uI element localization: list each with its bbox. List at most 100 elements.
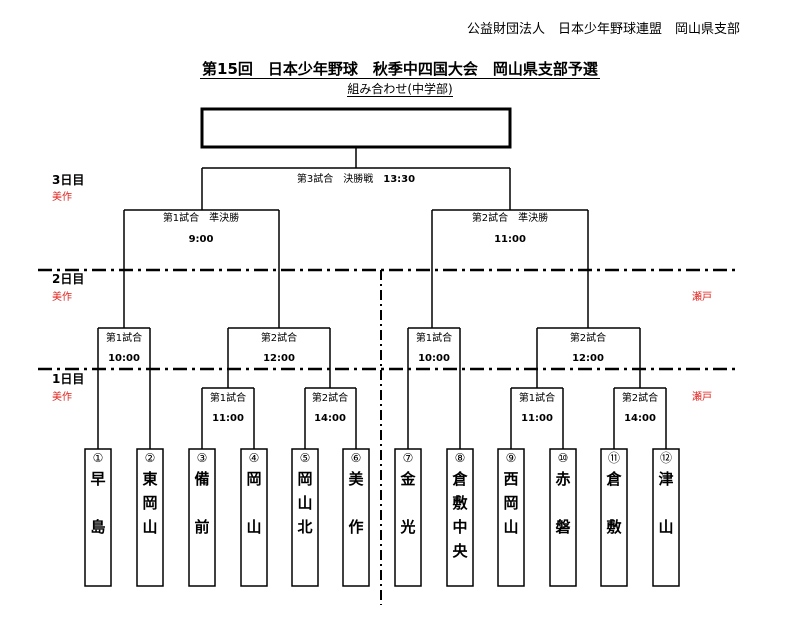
team-3: ③ 備前 bbox=[188, 448, 216, 587]
semifinal-1-time: 9:00 bbox=[189, 234, 214, 245]
day2-match-2-name: 第2試合 bbox=[261, 331, 297, 344]
team-name-char: 倉 bbox=[451, 470, 468, 488]
day1-match-2-name: 第2試合 bbox=[312, 391, 348, 404]
team-name-char: 岡 bbox=[142, 494, 157, 512]
team-name-char: 敷 bbox=[606, 518, 622, 536]
team-name-char: 備 bbox=[194, 470, 209, 488]
team-name-char: 岡 bbox=[246, 470, 261, 488]
day1-match-1-time: 11:00 bbox=[212, 413, 244, 424]
day2-match-1-time: 10:00 bbox=[108, 353, 140, 364]
semifinal-1-name: 第1試合 準決勝 bbox=[163, 211, 239, 224]
team-name-char: 山 bbox=[142, 518, 157, 536]
team-name-char: 岡 bbox=[297, 470, 312, 488]
team-number: ④ bbox=[249, 451, 260, 465]
day2-match-4-time: 12:00 bbox=[572, 353, 604, 364]
team-name-char: 前 bbox=[194, 518, 209, 536]
team-box bbox=[549, 448, 577, 587]
day1-match-2-time: 14:00 bbox=[314, 413, 346, 424]
team-name-char: 山 bbox=[658, 518, 673, 536]
team-1: ① 早島 bbox=[84, 448, 112, 587]
final-match-name: 第3試合 決勝戦 13:30 bbox=[297, 172, 415, 185]
semifinal-2-name: 第2試合 準決勝 bbox=[472, 211, 548, 224]
team-name-char: 光 bbox=[399, 518, 415, 536]
team-name-char: 山 bbox=[246, 518, 261, 536]
team-12: ⑫ 津山 bbox=[652, 448, 680, 587]
team-number: ① bbox=[93, 451, 104, 465]
organization-name: 公益財団法人 日本少年野球連盟 岡山県支部 bbox=[466, 22, 740, 37]
team-9: ⑨ 西岡山 bbox=[497, 448, 525, 587]
team-name-char: 美 bbox=[348, 470, 364, 488]
team-name-char: 東 bbox=[142, 470, 157, 488]
team-name-char: 山 bbox=[503, 518, 518, 536]
team-name-char: 赤 bbox=[555, 470, 570, 488]
team-6: ⑥ 美作 bbox=[342, 448, 370, 587]
day2-match-3-time: 10:00 bbox=[418, 353, 450, 364]
team-box bbox=[446, 448, 474, 587]
team-box bbox=[188, 448, 216, 587]
team-name-char: 北 bbox=[297, 518, 312, 536]
team-name-char: 早 bbox=[90, 470, 105, 488]
team-box bbox=[84, 448, 112, 587]
day2-match-2-time: 12:00 bbox=[263, 353, 295, 364]
team-4: ④ 岡山 bbox=[240, 448, 268, 587]
day1-match-3-name: 第1試合 bbox=[519, 391, 555, 404]
team-name-char: 敷 bbox=[452, 494, 468, 512]
team-number: ⑪ bbox=[608, 451, 620, 465]
team-11: ⑪ 倉敷 bbox=[600, 448, 628, 587]
day1-match-3-time: 11:00 bbox=[521, 413, 553, 424]
team-box bbox=[600, 448, 628, 587]
day1-match-4-name: 第2試合 bbox=[622, 391, 658, 404]
team-5: ⑤ 岡山北 bbox=[291, 448, 319, 587]
team-box bbox=[240, 448, 268, 587]
day2-venue-left: 美作 bbox=[52, 290, 72, 303]
team-name-char: 央 bbox=[452, 542, 468, 560]
team-number: ⑨ bbox=[506, 451, 517, 465]
team-number: ③ bbox=[197, 451, 208, 465]
bracket-lines bbox=[97, 147, 667, 449]
team-number: ⑫ bbox=[660, 451, 672, 465]
day2-match-4-name: 第2試合 bbox=[570, 331, 606, 344]
day1-match-1-name: 第1試合 bbox=[210, 391, 246, 404]
day2-venue-right: 瀬戸 bbox=[692, 291, 712, 303]
team-box bbox=[136, 448, 164, 587]
day2-label: 2日目 bbox=[52, 272, 84, 286]
team-box bbox=[394, 448, 422, 587]
team-box bbox=[291, 448, 319, 587]
day2-match-1-name: 第1試合 bbox=[106, 331, 142, 344]
team-number: ⑤ bbox=[300, 451, 311, 465]
tournament-title: 第15回 日本少年野球 秋季中四国大会 岡山県支部予選 bbox=[200, 60, 600, 79]
team-name-char: 作 bbox=[348, 518, 363, 536]
team-name-char: 中 bbox=[452, 518, 467, 536]
team-box bbox=[497, 448, 525, 587]
team-box bbox=[342, 448, 370, 587]
team-name-char: 西 bbox=[503, 470, 518, 488]
team-name-char: 倉 bbox=[605, 470, 622, 488]
team-number: ⑧ bbox=[455, 451, 466, 465]
bracket-subtitle: 組み合わせ(中学部) bbox=[347, 82, 453, 97]
team-number: ⑩ bbox=[558, 451, 569, 465]
team-name-char: 磐 bbox=[554, 518, 570, 536]
team-number: ② bbox=[145, 451, 156, 465]
day1-venue-right: 瀬戸 bbox=[692, 391, 712, 403]
team-number: ⑥ bbox=[351, 451, 362, 465]
day1-match-4-time: 14:00 bbox=[624, 413, 656, 424]
semifinal-2-time: 11:00 bbox=[494, 234, 526, 245]
team-7: ⑦ 金光 bbox=[394, 448, 422, 587]
day3-venue-left: 美作 bbox=[52, 190, 72, 203]
day3-label: 3日目 bbox=[52, 173, 84, 187]
day2-match-3-name: 第1試合 bbox=[416, 331, 452, 344]
team-name-char: 津 bbox=[658, 470, 673, 488]
team-name-char: 島 bbox=[90, 518, 105, 536]
champion-box bbox=[200, 107, 512, 149]
day1-label: 1日目 bbox=[52, 372, 84, 386]
team-name-char: 金 bbox=[399, 470, 416, 488]
team-name-char: 岡 bbox=[503, 494, 518, 512]
day1-venue-left: 美作 bbox=[52, 390, 72, 403]
team-name-char: 山 bbox=[297, 494, 312, 512]
team-10: ⑩ 赤磐 bbox=[549, 448, 577, 587]
team-box bbox=[652, 448, 680, 587]
team-2: ② 東岡山 bbox=[136, 448, 164, 587]
team-number: ⑦ bbox=[403, 451, 414, 465]
